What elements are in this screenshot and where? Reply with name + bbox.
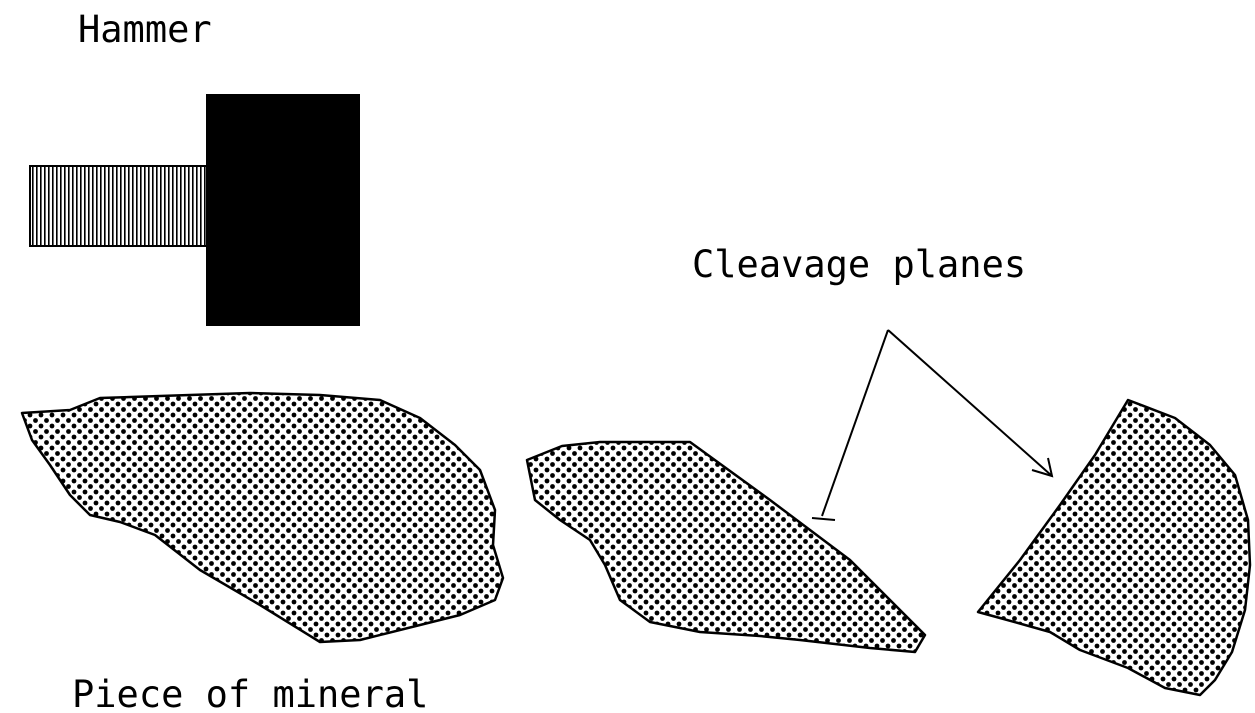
hammer-head [206, 94, 360, 326]
mineral-fragment-middle [527, 442, 925, 652]
pointer-line-left [822, 330, 888, 516]
pointer-arrowhead-left [812, 518, 835, 520]
cleavage-pointer [812, 330, 1052, 520]
piece-of-mineral-label: Piece of mineral [72, 673, 428, 713]
mineral-fragment-right [978, 400, 1250, 695]
pointer-line-right [888, 330, 1052, 476]
cleavage-planes-label: Cleavage planes [692, 243, 1026, 286]
hammer-handle [30, 166, 208, 246]
hammer-label: Hammer [78, 8, 212, 51]
mineral-piece-whole [22, 393, 503, 642]
hammer [30, 94, 360, 326]
